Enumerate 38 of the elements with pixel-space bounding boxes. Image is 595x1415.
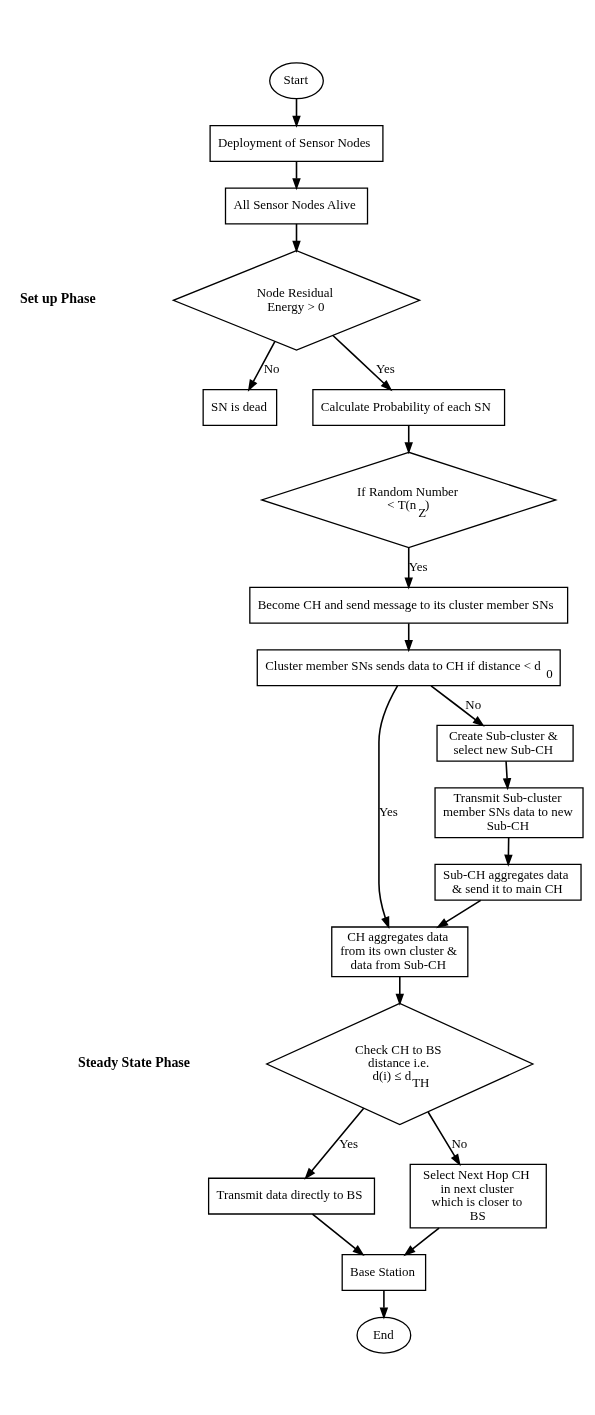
node-box: Select Next Hop CH in next cluster which is closer to BS — [409, 1163, 547, 1229]
arrow — [395, 975, 405, 1006]
node-box: Sub-CH aggregates data & send it to main CH — [434, 863, 582, 901]
arrow — [311, 1212, 365, 1256]
arrow — [436, 899, 482, 928]
arrow — [247, 340, 276, 392]
node-ellipse: End — [356, 1316, 412, 1354]
arrow — [404, 622, 413, 652]
node-diamond: Node Residual Energy > 0 — [171, 249, 422, 351]
edge-label: Yes — [375, 360, 395, 376]
node-box: Base Station — [341, 1253, 427, 1291]
edge-label: Yes — [408, 558, 428, 574]
node-box: Create Sub-cluster & select new Sub-CH — [436, 724, 574, 762]
arrow — [403, 1226, 440, 1256]
arrow — [332, 334, 393, 391]
arrow — [378, 684, 399, 929]
arrow — [304, 1107, 365, 1180]
arrow — [430, 684, 485, 727]
node-box: Transmit Sub-cluster member SNs data to new Sub-CH — [434, 786, 584, 838]
node-ellipse: Start — [269, 61, 324, 99]
label: Steady State Phase — [78, 1054, 190, 1070]
arrow — [502, 760, 512, 790]
edge-label: No — [451, 1135, 468, 1151]
label: Set up Phase — [19, 290, 96, 306]
node-box: CH aggregates data from its own cluster & data from Sub-CH — [331, 925, 469, 977]
edge-label: No — [465, 696, 482, 712]
node-box: All Sensor Nodes Alive — [224, 186, 369, 224]
arrow — [404, 424, 413, 454]
node-box: Calculate Probability of each SN — [312, 388, 506, 426]
edge-label: Yes — [339, 1135, 358, 1151]
node-box: SN is dead — [202, 388, 278, 426]
node-box: Deployment of Sensor Nodes — [209, 124, 384, 162]
node-box: Become CH and send message to its cluster member SNs — [249, 586, 569, 624]
arrow — [379, 1289, 389, 1320]
edge-label: No — [263, 360, 280, 376]
arrow — [427, 1110, 461, 1166]
arrow — [404, 546, 413, 590]
node-box: Transmit data directly to BS — [207, 1177, 376, 1215]
